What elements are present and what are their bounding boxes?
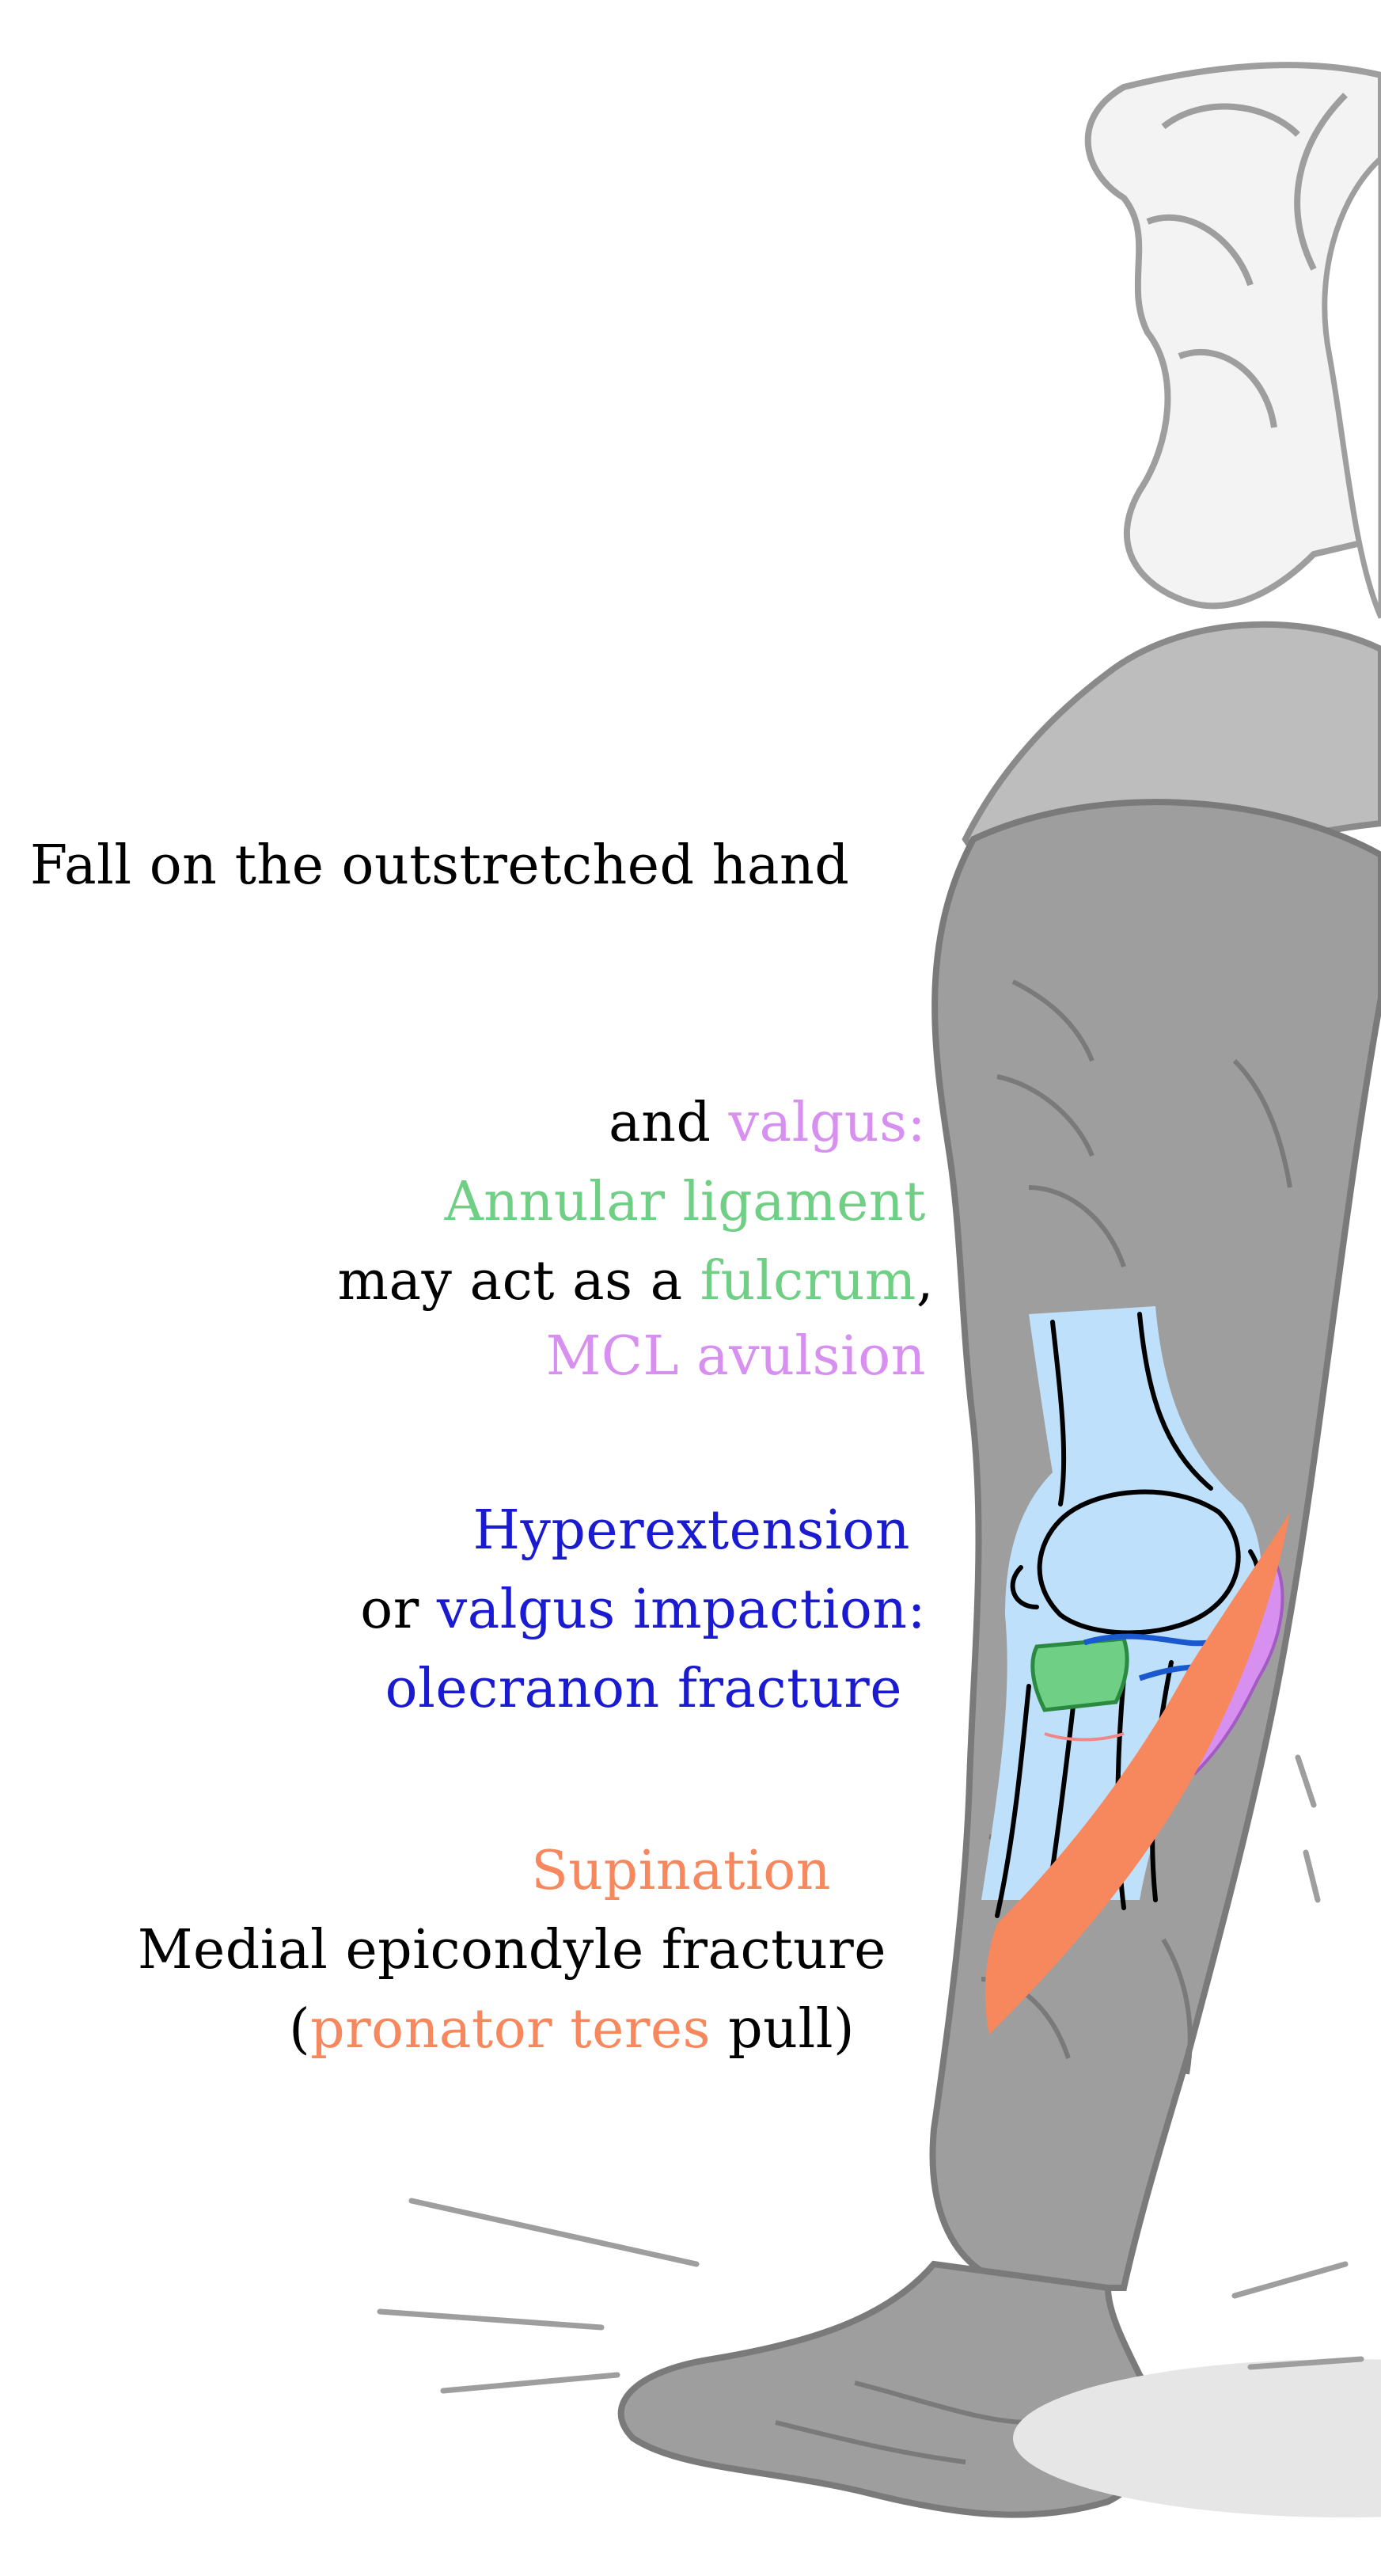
mcl-text: MCL avulsion bbox=[545, 1325, 926, 1388]
fulcrum-text: fulcrum bbox=[700, 1250, 916, 1313]
annular-ligament bbox=[1030, 1636, 1129, 1712]
label-supination: Supination bbox=[531, 1845, 831, 1898]
pronator-text: pronator teres bbox=[310, 1998, 711, 2061]
paren-open-text: ( bbox=[289, 1998, 311, 2061]
and-text: and bbox=[609, 1092, 729, 1154]
impact-lines bbox=[377, 1754, 1364, 2394]
hair bbox=[1084, 62, 1381, 610]
label-mcl: MCL avulsion bbox=[546, 1330, 926, 1384]
label-medial: Medial epicondyle fracture bbox=[138, 1924, 886, 1978]
label-hyperext: Hyperextension bbox=[473, 1504, 910, 1558]
pull-text: pull) bbox=[711, 1998, 855, 2061]
bone-region bbox=[981, 1306, 1261, 1900]
fall-text: Fall on the outstretched hand bbox=[30, 834, 850, 897]
label-pronator-line: (pronator teres pull) bbox=[289, 2003, 855, 2057]
label-valgus-line: and valgus: bbox=[609, 1096, 926, 1150]
valgus-text: valgus: bbox=[728, 1092, 926, 1154]
may-act-text: may act as a bbox=[337, 1250, 700, 1313]
or-text: or bbox=[360, 1579, 437, 1641]
label-fulcrum-line: may act as a fulcrum, bbox=[337, 1255, 934, 1309]
finger-lines bbox=[775, 2380, 1030, 2464]
label-olecranon: olecranon fracture bbox=[385, 1662, 902, 1716]
label-valgus-impaction-line: or valgus impaction: bbox=[360, 1583, 926, 1637]
valgus-impaction-text: valgus impaction: bbox=[436, 1579, 926, 1641]
supination-text: Supination bbox=[531, 1840, 831, 1902]
ground-shadow bbox=[1013, 2359, 1381, 2517]
comma-text: , bbox=[916, 1250, 934, 1313]
label-annular: Annular ligament bbox=[445, 1176, 926, 1229]
medial-text: Medial epicondyle fracture bbox=[137, 1919, 886, 1981]
annular-ligament-inner bbox=[1044, 1732, 1125, 1742]
face bbox=[1322, 154, 1381, 619]
pronator-teres bbox=[985, 1512, 1290, 2035]
hyperext-text: Hyperextension bbox=[472, 1499, 910, 1562]
olecranon-text: olecranon fracture bbox=[385, 1658, 902, 1720]
annular-text: Annular ligament bbox=[444, 1171, 926, 1233]
label-fall: Fall on the outstretched hand bbox=[30, 839, 849, 893]
